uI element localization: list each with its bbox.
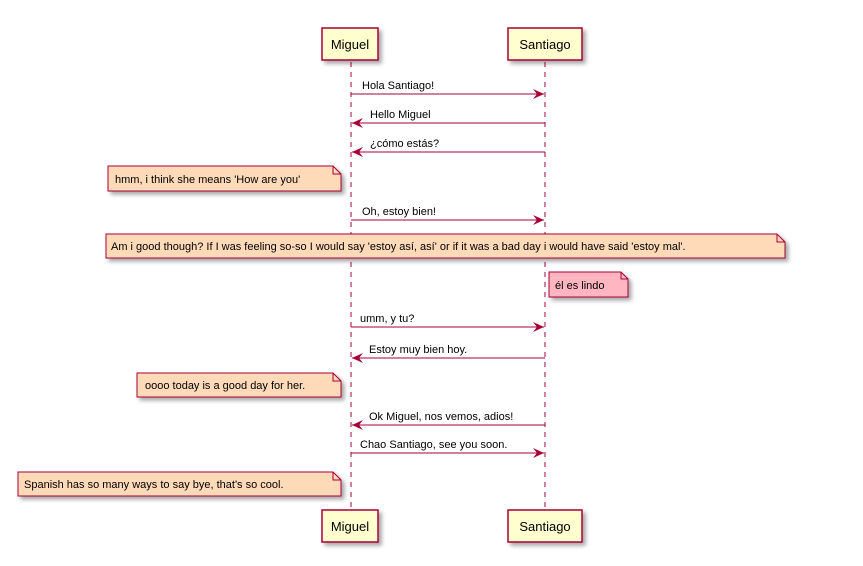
message-label: umm, y tu? bbox=[360, 313, 414, 325]
message-4[interactable]: Oh, estoy bien! bbox=[351, 206, 544, 225]
participant-label: Santiago bbox=[519, 519, 570, 534]
note-text: oooo today is a good day for her. bbox=[145, 380, 305, 392]
participant-label: Santiago bbox=[519, 37, 570, 52]
message-5[interactable]: umm, y tu? bbox=[351, 313, 544, 332]
message-label: Oh, estoy bien! bbox=[362, 206, 436, 218]
participant-santiago-bottom[interactable]: Santiago bbox=[507, 509, 583, 543]
message-label: Ok Miguel, nos vemos, adios! bbox=[369, 411, 513, 423]
participant-label: Miguel bbox=[331, 37, 369, 52]
note-4[interactable]: oooo today is a good day for her. bbox=[136, 372, 342, 398]
message-label: Hola Santiago! bbox=[362, 80, 434, 92]
note-5[interactable]: Spanish has so many ways to say bye, tha… bbox=[17, 471, 342, 497]
participant-santiago-top[interactable]: Santiago bbox=[507, 27, 583, 61]
message-label: Hello Miguel bbox=[370, 109, 431, 121]
participant-miguel-top[interactable]: Miguel bbox=[321, 27, 379, 61]
message-8[interactable]: Chao Santiago, see you soon. bbox=[351, 439, 544, 458]
note-3[interactable]: él es lindo bbox=[548, 271, 629, 298]
note-text: Am i good though? If I was feeling so-so… bbox=[111, 241, 686, 253]
note-text: él es lindo bbox=[555, 280, 605, 292]
message-6[interactable]: Estoy muy bien hoy. bbox=[352, 344, 545, 363]
note-text: hmm, i think she means 'How are you' bbox=[115, 174, 300, 186]
note-2[interactable]: Am i good though? If I was feeling so-so… bbox=[105, 233, 786, 259]
message-1[interactable]: Hola Santiago! bbox=[351, 80, 544, 99]
message-2[interactable]: Hello Miguel bbox=[352, 109, 545, 128]
participant-miguel-bottom[interactable]: Miguel bbox=[321, 509, 379, 543]
message-label: Chao Santiago, see you soon. bbox=[360, 439, 507, 451]
note-text: Spanish has so many ways to say bye, tha… bbox=[24, 479, 284, 491]
message-label: ¿cómo estás? bbox=[370, 138, 439, 150]
message-3[interactable]: ¿cómo estás? bbox=[352, 138, 545, 157]
message-7[interactable]: Ok Miguel, nos vemos, adios! bbox=[352, 411, 545, 430]
participant-label: Miguel bbox=[331, 519, 369, 534]
note-1[interactable]: hmm, i think she means 'How are you' bbox=[107, 165, 342, 192]
message-label: Estoy muy bien hoy. bbox=[369, 344, 467, 356]
